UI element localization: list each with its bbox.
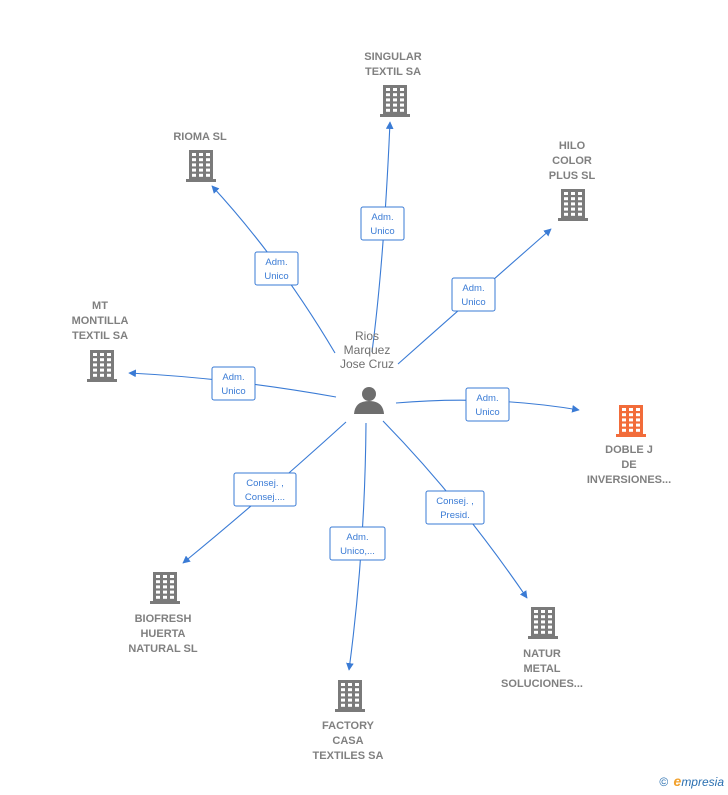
building-icon-factory[interactable] bbox=[335, 680, 365, 712]
edge-label-box[interactable] bbox=[233, 472, 297, 507]
edge-singular bbox=[371, 121, 394, 353]
edge-label-box[interactable] bbox=[254, 251, 299, 286]
edge-label-mt[interactable]: Adm. Unico bbox=[211, 366, 256, 401]
edge-label-line: Unico bbox=[264, 271, 288, 282]
company-name-mt[interactable]: MONTILLA bbox=[72, 315, 129, 327]
copyright-symbol: © bbox=[659, 775, 669, 789]
edge-label-line: Presid. bbox=[440, 510, 470, 521]
edge-label-line: Unico bbox=[221, 386, 245, 397]
building-icon-hilo[interactable] bbox=[558, 189, 588, 221]
company-name-singular[interactable]: TEXTIL SA bbox=[365, 66, 421, 78]
edge-label-line: Unico bbox=[370, 226, 394, 237]
company-name-doble[interactable]: INVERSIONES... bbox=[587, 474, 671, 486]
company-name-hilo[interactable]: PLUS SL bbox=[549, 170, 596, 182]
edge-label-line: Unico,... bbox=[340, 546, 375, 557]
center-person-name: Rios bbox=[355, 329, 379, 343]
edge-label-line: Consej. , bbox=[246, 478, 284, 489]
edge-label-biofresh[interactable]: Consej. , Consej.... bbox=[233, 472, 297, 507]
building-icon-natur[interactable] bbox=[528, 607, 558, 639]
company-name-biofresh[interactable]: HUERTA bbox=[140, 628, 185, 640]
company-name-biofresh[interactable]: NATURAL SL bbox=[128, 643, 198, 655]
building-icon-rioma[interactable] bbox=[186, 150, 216, 182]
center-person-name: Marquez bbox=[344, 343, 391, 357]
company-name-natur[interactable]: SOLUCIONES... bbox=[501, 678, 583, 690]
edge-label-rioma[interactable]: Adm. Unico bbox=[254, 251, 299, 286]
edge-label-box[interactable] bbox=[465, 387, 510, 422]
person-icon[interactable] bbox=[354, 387, 384, 414]
edge-label-factory[interactable]: Adm. Unico,... bbox=[329, 526, 386, 561]
company-name-doble[interactable]: DE bbox=[621, 459, 636, 471]
company-name-doble[interactable]: DOBLE J bbox=[605, 444, 653, 456]
company-name-factory[interactable]: FACTORY bbox=[322, 720, 375, 732]
edge-label-line: Adm. bbox=[346, 532, 368, 543]
company-name-biofresh[interactable]: BIOFRESH bbox=[135, 613, 192, 625]
edge-label-doble[interactable]: Adm. Unico bbox=[465, 387, 510, 422]
edge-label-line: Adm. bbox=[476, 393, 498, 404]
company-name-factory[interactable]: TEXTILES SA bbox=[313, 750, 384, 762]
edge-labels-layer: Adm.UnicoAdm.UnicoAdm.UnicoAdm.UnicoAdm.… bbox=[211, 206, 510, 561]
company-name-natur[interactable]: NATUR bbox=[523, 648, 561, 660]
company-name-hilo[interactable]: HILO bbox=[559, 140, 586, 152]
edge-label-line: Adm. bbox=[265, 257, 287, 268]
brand-logo-text: mpresia bbox=[681, 775, 724, 789]
edge-label-box[interactable] bbox=[451, 277, 496, 312]
building-icon-biofresh[interactable] bbox=[150, 572, 180, 604]
building-icon-mt[interactable] bbox=[87, 350, 117, 382]
edge-label-natur[interactable]: Consej. , Presid. bbox=[425, 490, 485, 525]
company-name-mt[interactable]: TEXTIL SA bbox=[72, 330, 128, 342]
edge-label-line: Adm. bbox=[222, 372, 244, 383]
company-name-hilo[interactable]: COLOR bbox=[552, 155, 592, 167]
company-name-rioma[interactable]: RIOMA SL bbox=[173, 131, 227, 143]
edge-label-line: Adm. bbox=[462, 283, 484, 294]
edge-label-line: Consej. , bbox=[436, 496, 474, 507]
building-icon-singular[interactable] bbox=[380, 85, 410, 117]
edge-label-hilo[interactable]: Adm. Unico bbox=[451, 277, 496, 312]
edge-label-line: Consej.... bbox=[245, 492, 285, 503]
company-name-factory[interactable]: CASA bbox=[332, 735, 363, 747]
building-icon-doble[interactable] bbox=[616, 405, 646, 437]
company-name-mt[interactable]: MT bbox=[92, 300, 108, 312]
edge-label-box[interactable] bbox=[329, 526, 386, 561]
copyright-footer: © empresia bbox=[659, 773, 724, 789]
brand-logo-initial: e bbox=[673, 773, 682, 789]
edges-layer bbox=[128, 121, 580, 671]
edge-label-box[interactable] bbox=[360, 206, 405, 241]
edge-label-singular[interactable]: Adm. Unico bbox=[360, 206, 405, 241]
edge-label-box[interactable] bbox=[211, 366, 256, 401]
company-name-singular[interactable]: SINGULAR bbox=[364, 51, 422, 63]
company-name-natur[interactable]: METAL bbox=[523, 663, 560, 675]
edge-label-box[interactable] bbox=[425, 490, 485, 525]
edge-label-line: Adm. bbox=[371, 212, 393, 223]
edge-label-line: Unico bbox=[461, 297, 485, 308]
center-person-name: Jose Cruz bbox=[340, 357, 394, 371]
edge-label-line: Unico bbox=[475, 407, 499, 418]
